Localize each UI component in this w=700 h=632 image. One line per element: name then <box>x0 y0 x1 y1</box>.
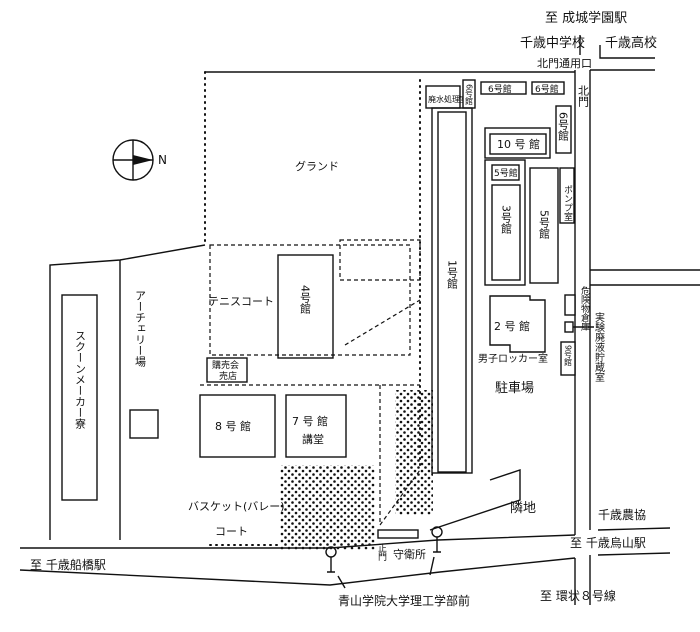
label-parking: 駐車場 <box>495 381 534 396</box>
building-6-c: 6号館 <box>535 83 559 95</box>
building-6-d: 6号館 <box>557 112 570 142</box>
compass-north-label: N <box>158 153 167 167</box>
building-shop-2: 売店 <box>219 370 237 382</box>
building-5-small: 5号館 <box>494 167 518 179</box>
label-dorm: スクーンメーカー寮 <box>74 330 87 430</box>
label-bus-stop: 青山学院大学理工学部前 <box>338 593 470 608</box>
label-to-kanpachi: 至 環状８号線 <box>540 588 616 603</box>
building-9: 9号館 <box>564 345 573 367</box>
label-ground: グランド <box>295 159 339 173</box>
label-to-funabashi: 至 千歳船橋駅 <box>30 558 106 572</box>
bus-stop-icon <box>431 526 443 553</box>
bus-stop-icon <box>325 546 337 573</box>
label-nokyo: 千歳農協 <box>598 507 646 522</box>
label-main-gate: 正門 <box>376 543 387 562</box>
label-north-side-gate: 北門通用口 <box>537 57 592 70</box>
building-1: 1号館 <box>446 260 459 290</box>
label-chitose-hs: 千歳高校 <box>605 35 657 51</box>
label-to-seijo: 至 成城学園駅 <box>545 10 627 26</box>
label-archery: アーチェリー場 <box>134 290 147 368</box>
building-3: 3号館 <box>500 205 513 235</box>
building-7: 7 号 館 <box>292 414 328 428</box>
label-basket-2: コート <box>215 525 248 538</box>
label-north-gate: 北門 <box>577 85 590 108</box>
building-8: 8 号 館 <box>215 419 251 433</box>
buildings: 廃水処理室 6号館 6号館 6号館 6号館 10 号 館 5号館 3号館 5号館… <box>61 79 576 539</box>
label-locker: 男子ロッカー室 <box>478 352 548 365</box>
label-waste-storage: 実験廃液貯蔵室 <box>593 311 605 382</box>
building-pump: ポンプ室 <box>562 185 573 221</box>
building-2: 2 号 館 <box>494 319 530 333</box>
building-10: 10 号 館 <box>497 137 540 151</box>
label-tennis: テニスコート <box>208 295 274 308</box>
label-to-karasuyama: 至 千歳烏山駅 <box>570 536 646 550</box>
vegetation-area <box>395 390 433 515</box>
label-neighbor: 隣地 <box>510 500 536 516</box>
building-hall: 講堂 <box>302 432 324 446</box>
building-wastewater: 廃水処理室 <box>428 94 468 104</box>
label-hazmat: 危険物倉庫 <box>579 285 590 332</box>
vegetation-area <box>280 465 375 550</box>
label-basket-1: バスケット(バレー) <box>188 500 285 513</box>
building-6-b: 6号館 <box>488 83 512 95</box>
label-guard: 守衛所 <box>393 547 426 561</box>
building-6-small: 6号館 <box>465 84 474 106</box>
label-chitose-jhs: 千歳中学校 <box>520 35 585 51</box>
compass-icon: N <box>112 139 167 181</box>
building-4: 4号館 <box>299 285 312 315</box>
building-shop-1: 購売会 <box>212 359 239 371</box>
building-5: 5号館 <box>538 210 551 240</box>
